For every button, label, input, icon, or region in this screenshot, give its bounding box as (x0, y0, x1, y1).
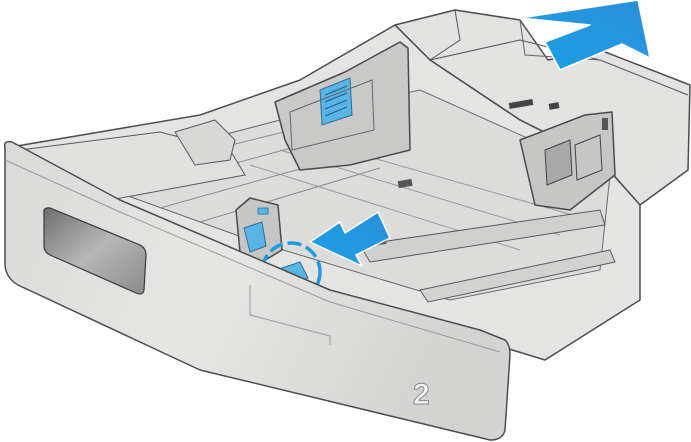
arrow-up-right-icon (519, 0, 651, 71)
arrow-left-icon (309, 211, 391, 267)
tray-number-label: 2 (413, 378, 430, 411)
tray-front-panel (3, 140, 511, 441)
rear-length-guide (274, 41, 411, 171)
tray-body (4, 24, 641, 361)
tray-handle-window (43, 207, 147, 295)
right-width-guide (519, 111, 616, 211)
